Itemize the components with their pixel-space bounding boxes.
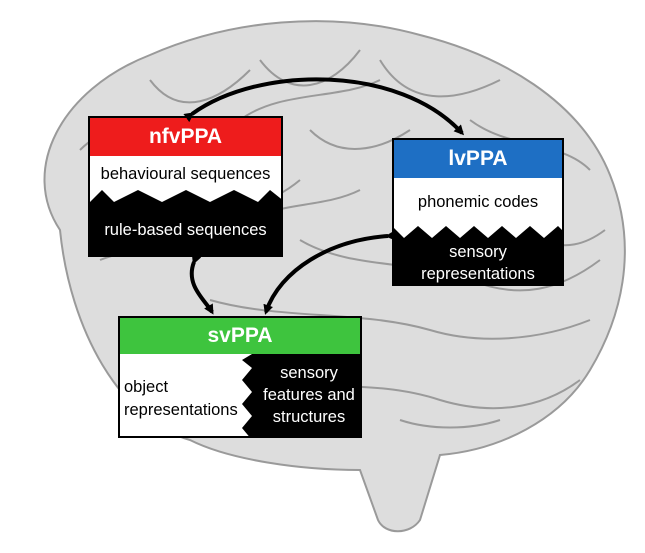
nfvppa-box: nfvPPA behavioural sequences rule-based … xyxy=(88,116,283,257)
svppa-right-panel xyxy=(242,354,360,436)
lvppa-lower-panel xyxy=(394,226,562,284)
svppa-object: object xyxy=(124,378,169,396)
nfvppa-lower-panel xyxy=(90,190,281,255)
svppa-features-and: features and xyxy=(263,386,355,404)
svppa-box: svPPA object representations sensory fea… xyxy=(118,316,362,438)
svppa-representations: representations xyxy=(124,401,238,419)
nfvppa-rule-based-sequences: rule-based sequences xyxy=(104,221,267,239)
svppa-sensory: sensory xyxy=(280,364,338,382)
nfvppa-behavioural-sequences: behavioural sequences xyxy=(100,165,271,183)
lvppa-phonemic-codes: phonemic codes xyxy=(417,193,539,211)
lvppa-representations: representations xyxy=(421,265,535,283)
lvppa-box: lvPPA phonemic codes sensory representat… xyxy=(392,138,564,286)
lvppa-title: lvPPA xyxy=(394,140,562,178)
svppa-title: svPPA xyxy=(120,318,360,354)
svppa-structures: structures xyxy=(272,408,346,426)
nfvppa-title: nfvPPA xyxy=(90,118,281,156)
lvppa-sensory: sensory xyxy=(449,243,507,261)
